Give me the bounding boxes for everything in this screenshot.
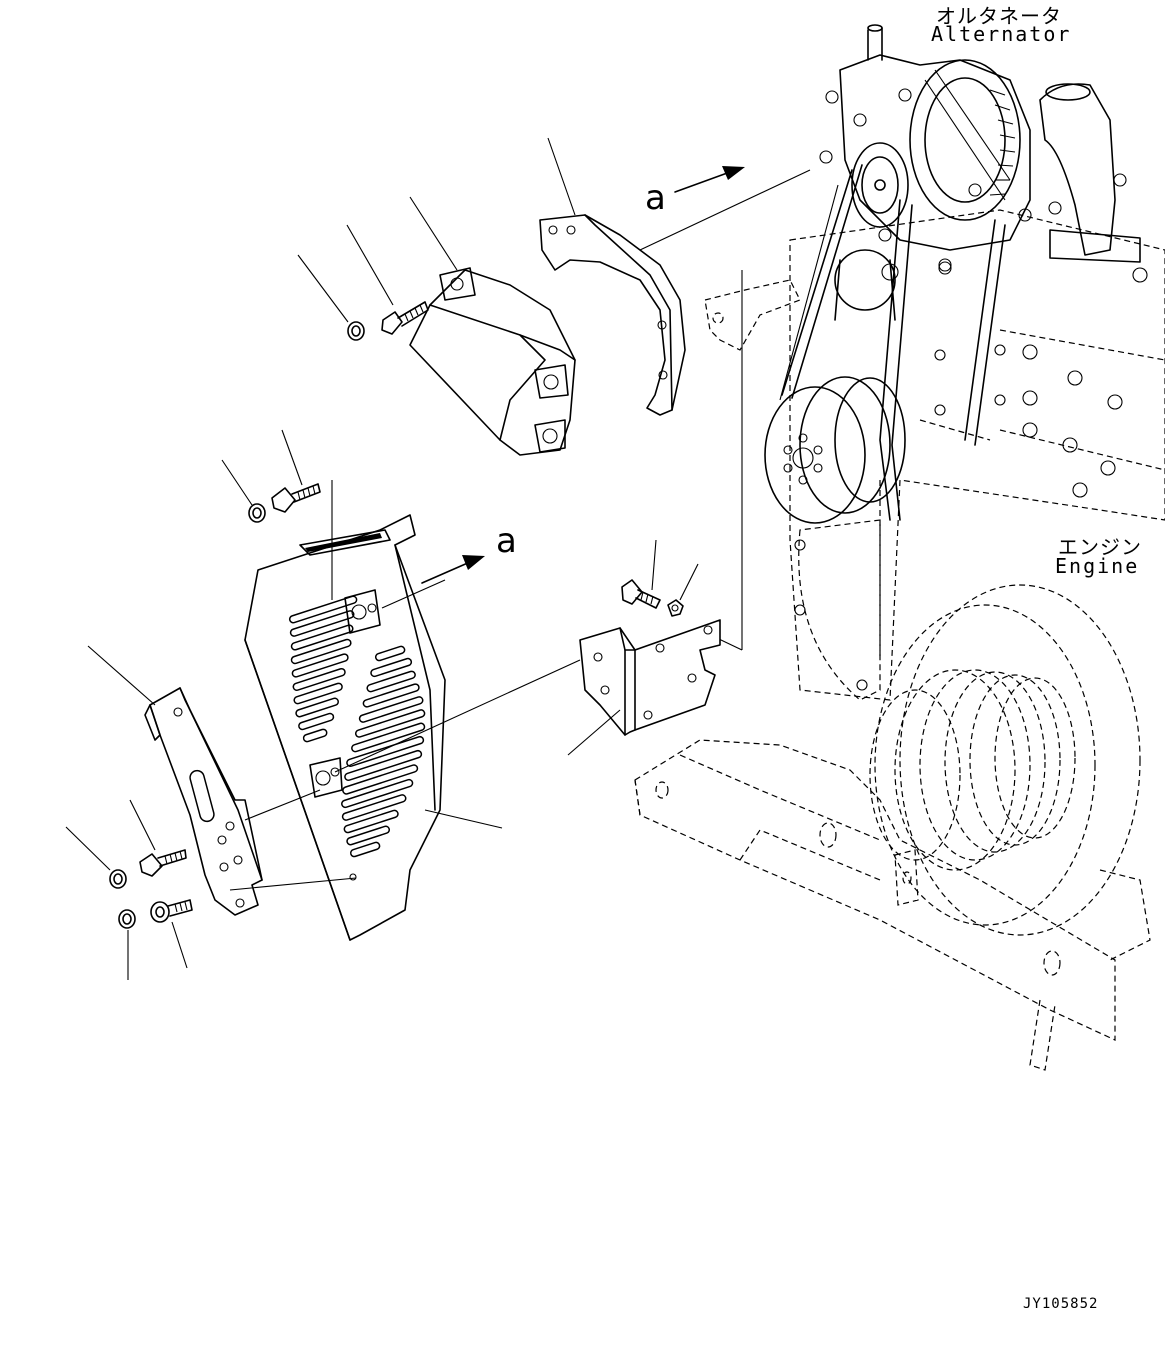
louvred-guard xyxy=(244,514,446,941)
belt-guard-upper xyxy=(409,267,576,456)
alternator-label-jp: オルタネータ xyxy=(936,4,1062,28)
engine-block xyxy=(789,209,1165,701)
belt-and-crank-pulley xyxy=(764,164,952,524)
view-a-label-mid: a xyxy=(496,521,517,561)
rear-bracket-outline xyxy=(699,270,801,651)
front-damper xyxy=(869,584,1141,936)
guard-slots xyxy=(288,595,426,858)
view-arrows xyxy=(421,166,745,584)
view-a-label-top: a xyxy=(645,178,666,218)
alternator xyxy=(819,24,1141,263)
upper-bracket xyxy=(539,214,686,416)
fasteners xyxy=(109,301,684,929)
engine-label-jp: エンジン xyxy=(1058,535,1142,559)
drawing-id: JY105852 xyxy=(1023,1296,1099,1312)
leader-lines xyxy=(65,137,811,980)
side-plate xyxy=(144,687,263,916)
engine-label-en: Engine xyxy=(1055,554,1140,578)
l-bracket xyxy=(579,619,721,736)
alternator-label-en: Alternator xyxy=(931,22,1072,46)
machine-frame xyxy=(634,739,1151,1071)
